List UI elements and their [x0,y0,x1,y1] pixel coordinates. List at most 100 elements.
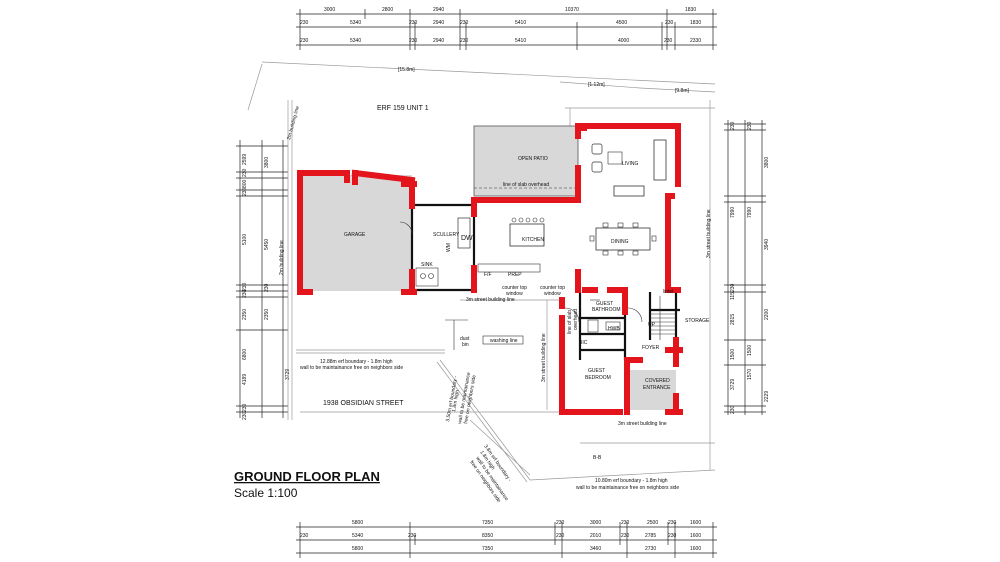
dim-right-2-c: 2200 [764,309,770,320]
building-line-right: 3m street building line [706,209,712,258]
dim-bottom-2-j: 1600 [690,533,701,539]
plan-title: GROUND FLOOR PLAN [234,469,380,484]
dim-right-2-e: 1570 [747,369,753,380]
boundary-left-2: wall to be maintainance free on neighbor… [300,365,403,371]
top-measure-3: [9.8m] [675,88,690,94]
dim-right-2-f: 2229 [764,391,770,402]
dim-left-1-f: 230 [242,282,248,291]
sink-label: SINK [421,262,433,268]
dim-bottom-1-f: 2500 [647,520,658,526]
dim-bottom-1-c: 230 [556,520,565,526]
street-building-line-v: 3m street building line [541,333,547,382]
dim-top-1-c: 2940 [433,7,444,13]
dim-bottom-2-i: 230 [668,533,677,539]
dim-top-3-a: 230 [300,38,309,44]
slab-overhead-v-2: overhead [573,309,579,330]
dim-bottom-2-e: 230 [556,533,565,539]
dim-left-1-b: 230 [242,168,248,177]
dim-right-1-a: 230 [730,121,736,130]
dim-top-3-f: 5410 [515,38,526,44]
dim-left-1-j: 4189 [242,374,248,385]
dim-top-2-d: 2940 [433,20,444,26]
dim-bottom-1-e: 230 [621,520,630,526]
boundary-bottom-1: 10.80m erf boundary - 1.8m high [595,478,668,484]
dim-left-1-i: 6800 [242,349,248,360]
counter-window-b-2: window [544,291,561,297]
top-measure-2: [1.12m] [588,82,605,88]
furniture [399,139,667,350]
dim-left-1-k: 230 [242,403,248,412]
dim-top-1-e: 1830 [685,7,696,13]
dim-bottom-3-e: 1600 [690,546,701,552]
dim-top-3-d: 2940 [433,38,444,44]
dust-bin-label-2: bin [462,342,469,348]
ff-label: F/F [484,272,492,278]
dim-bottom-2-d: 8350 [482,533,493,539]
slab-overhead-note: line of slab overhead [503,182,549,188]
boundary-left-1: 12.88m erf boundary - 1.8m high [320,359,393,365]
dim-top-1-a: 3000 [324,7,335,13]
right-dimension-lines: 230 230 7990 7990 230 115 2815 1500 3729… [724,120,770,415]
dim-top-2-i: 1830 [690,20,701,26]
building-line-left: 2m building line [279,240,285,275]
dim-bottom-2-g: 230 [621,533,630,539]
dim-right-1-g: 2815 [730,314,736,325]
dim-right-1-h: 1500 [730,349,736,360]
plan-scale: Scale 1:100 [234,486,298,500]
dim-top-2-c: 230 [409,20,418,26]
slab-overhead-v-1: line of slab [567,310,573,334]
covered-entrance-label-1: COVERED [645,378,670,384]
dim-right-1-e: 230 [730,283,736,292]
dim-bottom-1-a: 5800 [352,520,363,526]
dim-bottom-3-a: 5800 [352,546,363,552]
storage-label: STORAGE [685,318,710,324]
covered-entrance-label-2: ENTRANCE [643,385,671,391]
dim-bottom-1-h: 1600 [690,520,701,526]
dim-top-3-c: 230 [409,38,418,44]
up-label: UP [648,322,656,328]
dim-right-2-a: 3800 [764,157,770,168]
dim-left-2-a: 3800 [264,157,270,168]
structural-walls [297,123,683,415]
dust-bin-label-1: dust [460,336,470,342]
dim-top-3-g: 4000 [618,38,629,44]
dim-top-3-b: 5340 [350,38,361,44]
dim-top-3-h: 230 [664,38,673,44]
top-dimension-lines: 3000 2800 2940 10370 1830 230 5340 230 2… [296,7,717,50]
dw-label: DW [461,235,473,242]
counter-window-b-1: counter top [540,285,565,291]
dim-right-1-f: 115 [730,292,736,300]
bic-label: BIC [579,340,588,346]
dim-bottom-1-g: 230 [668,520,677,526]
hwb-label: HWB [608,326,620,332]
dim-top-2-h: 230 [665,20,674,26]
stairs [650,313,676,335]
site-measure-labels: [15.8m] [1.12m] [9.8m] [398,67,690,94]
dim-bottom-3-b: 7350 [482,546,493,552]
dim-left-2-c: 230 [264,283,270,292]
dim-right-2-d: 1500 [747,345,753,356]
dim-bottom-2-c: 230 [408,533,417,539]
left-dimension-lines: 2599 230 800 230 5100 230 230 2350 6800 … [236,140,291,420]
dim-right-1-d: 7990 [747,207,753,218]
kitchen-label: KITCHEN [522,237,544,243]
street-building-line-1: 3m street building line [466,297,515,303]
plot-label: ERF 159 UNIT 1 [377,105,429,112]
wm-label: WM [446,243,452,252]
dim-left-2-b: 5450 [264,239,270,250]
scullery-label: SCULLERY [433,232,460,238]
dim-bottom-2-h: 2785 [645,533,656,539]
dim-bottom-1-d: 3000 [590,520,601,526]
dim-left-1-e: 5100 [242,234,248,245]
garage-label: GARAGE [344,232,366,238]
dim-right-1-j: 230 [730,405,736,414]
dim-bottom-2-b: 5340 [352,533,363,539]
dim-bottom-3-d: 2730 [645,546,656,552]
section-mark: B-B [593,455,602,461]
dim-top-2-a: 230 [300,20,309,26]
site-boundary-lines [247,61,716,483]
dim-top-3-i: 2330 [690,38,701,44]
guest-bathroom-label-2: BATHROOM [592,307,621,313]
dim-top-2-f: 5410 [515,20,526,26]
